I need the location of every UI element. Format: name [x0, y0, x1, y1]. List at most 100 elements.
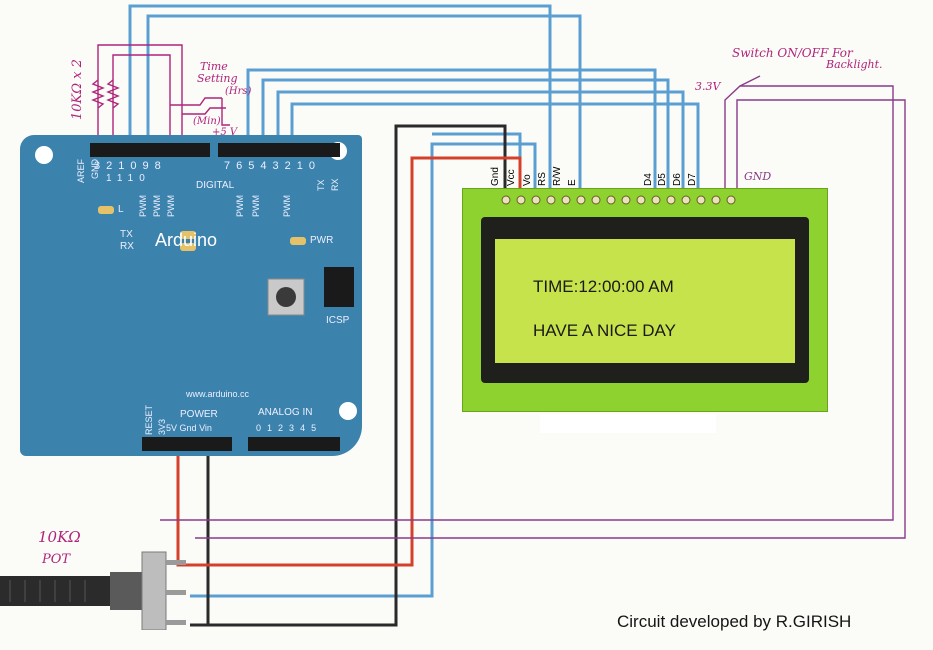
- reset-button-base: [267, 278, 305, 316]
- v33-label: 3.3V: [695, 80, 721, 93]
- backlight-label-2: Backlight.: [826, 58, 883, 71]
- pot-label-2: POT: [42, 552, 71, 567]
- digital-pin-row-right: 76543210: [224, 160, 321, 172]
- wire-d4: [246, 68, 657, 190]
- lcd-pin-d5: D5: [657, 173, 668, 186]
- digital-pin-0: 0: [130, 160, 143, 172]
- gnd-hand-label: GND: [744, 170, 772, 183]
- lcd-line-1: TIME:12:00:00 AM: [533, 277, 674, 296]
- credit-text: Circuit developed by R.GIRISH: [617, 612, 852, 631]
- lcd-pin-d4: D4: [643, 173, 654, 186]
- led-l: [98, 206, 114, 214]
- lcd-pin-gnd: Gnd: [490, 167, 501, 186]
- resistor-1: [91, 79, 105, 109]
- power-label: POWER: [180, 409, 218, 420]
- res-wire-1: [97, 44, 183, 145]
- res-wire-2: [112, 54, 171, 145]
- min-label: (Min): [193, 116, 221, 127]
- l-led-label: L: [118, 204, 124, 215]
- mount-hole-tl: [35, 146, 53, 164]
- rx-led-label: RX: [120, 241, 134, 252]
- pot-terminal-2: [166, 590, 186, 595]
- lcd-pin-header: [501, 195, 736, 205]
- wire-d6: [276, 90, 685, 190]
- switch-lever: [739, 75, 761, 87]
- tx-pin-label: TX: [316, 179, 326, 191]
- lcd-line-2: HAVE A NICE DAY: [533, 321, 676, 340]
- digital-pin-5: 5: [248, 160, 261, 172]
- digital-pin-tens-2: 1: [116, 173, 128, 184]
- arduino-board: Arduino DIGITAL 321098 1110 76543210 ARE…: [20, 135, 362, 456]
- power-header: [142, 437, 232, 451]
- lcd-bezel: TIME:12:00:00 AM HAVE A NICE DAY: [481, 217, 809, 383]
- pwm-label-1: PWM: [138, 195, 148, 217]
- digital-pin-tens-1: 1: [106, 173, 117, 184]
- pwr-led-label: PWR: [310, 235, 334, 246]
- digital-pin-6: 6: [236, 160, 249, 172]
- mount-hole-br: [339, 402, 357, 420]
- wire-vo: [190, 142, 537, 598]
- digital-pin-7: 7: [224, 160, 237, 172]
- analog-pin-1: 1: [267, 423, 279, 433]
- digital-pin-1: 1: [118, 160, 131, 172]
- plus5v-label: +5 V: [212, 127, 238, 138]
- pot-terminal-3: [166, 620, 186, 625]
- wire-backlight-b: [195, 99, 906, 539]
- purple-wires: [160, 75, 906, 539]
- digital-pin-4: 4: [260, 160, 273, 172]
- wire-d7: [290, 102, 700, 190]
- pot-label-1: 10KΩ: [38, 528, 81, 546]
- lcd-screen: TIME:12:00:00 AM HAVE A NICE DAY: [495, 239, 795, 363]
- lcd-pin-rs: RS: [537, 172, 548, 186]
- pot-neck: [110, 572, 142, 610]
- red-wires: [176, 156, 522, 567]
- digital-pin-tens-3: 1: [127, 173, 140, 184]
- arduino-brand: Arduino: [155, 230, 218, 250]
- digital-pin-9: 9: [142, 160, 155, 172]
- potentiometer: [0, 551, 186, 630]
- digital-pin-tens-4: 0: [139, 173, 151, 184]
- time-setting-label-1: Time: [200, 60, 228, 73]
- digital-header-left: [90, 143, 210, 157]
- pot-body: [141, 551, 167, 630]
- hrs-label: (Hrs): [225, 86, 252, 97]
- digital-pin-8: 8: [154, 160, 167, 172]
- wire-5v: [176, 156, 522, 567]
- analog-header: [248, 437, 340, 451]
- wire-d5: [261, 78, 670, 190]
- arduino-details: [35, 142, 357, 451]
- wire-rs: [128, 4, 552, 190]
- led-pwr: [290, 237, 306, 245]
- lcd-pin-e: E: [567, 179, 578, 186]
- digital-label: DIGITAL: [196, 180, 235, 191]
- analog-pins-row: 012345: [256, 423, 322, 433]
- pwm-label-3: PWM: [166, 195, 176, 217]
- lcd-pin-vcc: Vcc: [506, 169, 517, 186]
- icsp-label: ICSP: [326, 315, 350, 326]
- blank-patch: [540, 414, 716, 433]
- lcd-pin-d7: D7: [687, 173, 698, 186]
- power-pins-row: 5V Gnd Vin: [166, 423, 212, 433]
- time-set-circuit: [91, 44, 230, 145]
- aref-label: AREF: [76, 158, 86, 183]
- digital-pin-2: 2: [106, 160, 119, 172]
- pwm-label-4: PWM: [235, 195, 245, 217]
- analog-pin-3: 3: [289, 423, 301, 433]
- switch-wire-hrs: [170, 97, 222, 106]
- pwm-label-5: PWM: [251, 195, 261, 217]
- switch-wire-min: [182, 107, 226, 115]
- led-rx: [180, 243, 196, 251]
- reset-button: [276, 287, 296, 307]
- lcd-pin-vo: Vo: [522, 174, 533, 186]
- analog-pin-5: 5: [311, 423, 323, 433]
- switch-common: [221, 98, 230, 126]
- time-setting-label-2: Setting: [197, 72, 238, 85]
- analog-pin-2: 2: [278, 423, 290, 433]
- led-tx: [180, 231, 196, 239]
- digital-pin-2b: 2: [284, 160, 297, 172]
- gnd-label: GND: [90, 159, 100, 179]
- digital-pin-row-tens: 1110: [106, 173, 151, 184]
- pin-vin-label: Vin: [199, 423, 212, 433]
- analog-pin-0: 0: [256, 423, 268, 433]
